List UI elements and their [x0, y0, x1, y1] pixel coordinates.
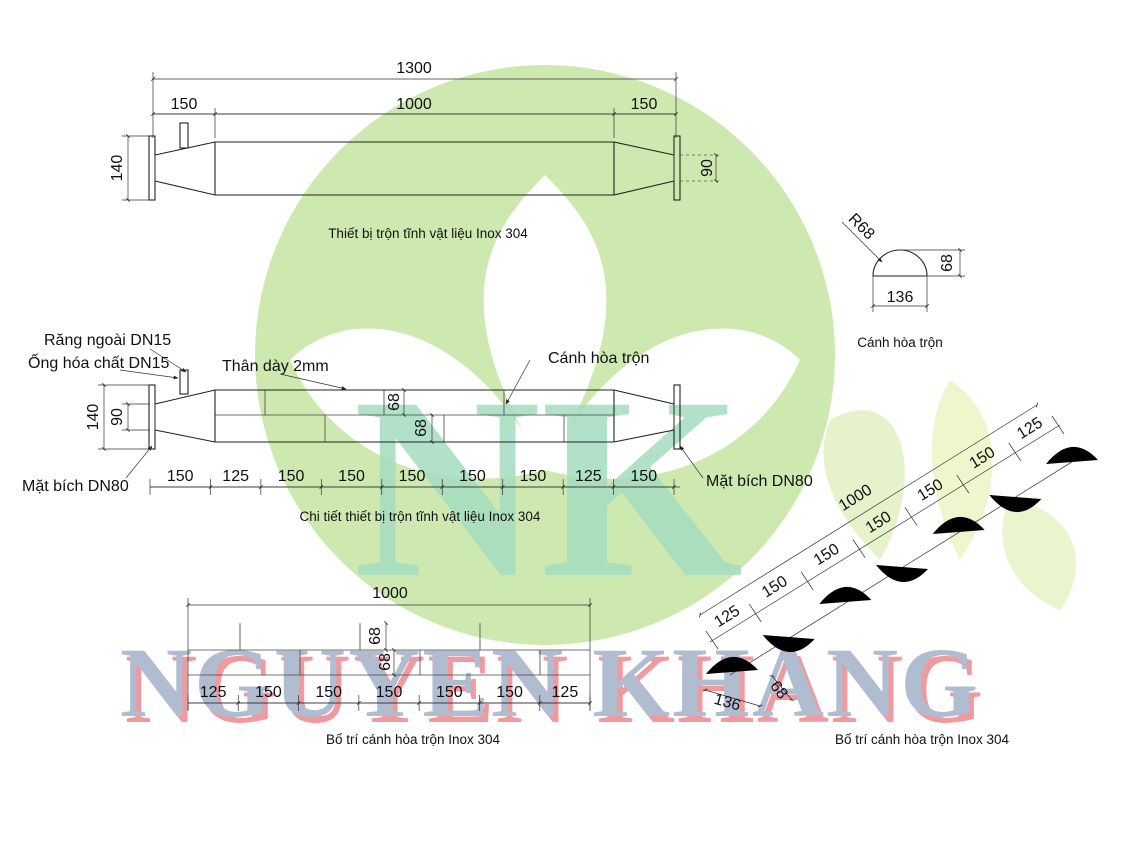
iso-seg-tick: [1008, 442, 1022, 462]
detail-seg-label: 150: [399, 468, 426, 485]
iso-blade: [762, 635, 815, 653]
front-seg-label: 125: [200, 684, 227, 701]
dim-blade-height: 68: [939, 254, 956, 272]
dim-front-blade-h2: 68: [377, 653, 394, 671]
front-seg-label: 125: [552, 684, 579, 701]
dim-flange-90: 90: [699, 159, 716, 177]
dim-detail-height: 140: [85, 404, 102, 431]
watermark-company: NGUYEN KHANG: [120, 627, 980, 738]
iso-seg-tick: [956, 474, 970, 494]
detail-seg-label: 125: [575, 468, 602, 485]
caption-layout-iso: Bố trí cánh hòa trộn Inox 304: [835, 732, 1010, 747]
dim-left-150: 150: [171, 96, 198, 113]
dim-front-blade-h1: 68: [367, 627, 384, 645]
iso-seg-tick: [1051, 415, 1065, 435]
watermark-monogram: NK: [353, 344, 744, 632]
dim-height-140: 140: [109, 155, 126, 182]
view-layout-front: 1000 68 68 125 150 150 150 150 150 125 Bố trí …: [186, 585, 592, 747]
caption-detail: Chi tiết thiết bị trộn tĩnh vật liệu Ino…: [300, 509, 541, 524]
watermark-leaf-top: [483, 175, 607, 470]
detail-seg-label: 150: [167, 468, 194, 485]
iso-seg-label: 150: [759, 573, 791, 602]
dim-iso-blade-w: 136: [712, 691, 742, 715]
iso-blade: [706, 656, 758, 674]
iso-blade: [819, 586, 872, 604]
front-seg-label: 150: [315, 684, 342, 701]
caption-blade: Cánh hòa trộn: [857, 335, 943, 350]
view-overall: 1300 150 1000 150 140 90 Thiết bị trộn t…: [109, 60, 722, 241]
label-flange-left: Mặt bích DN80: [22, 478, 129, 495]
dim-total-1300: 1300: [396, 60, 432, 77]
iso-seg-label: 125: [1014, 414, 1046, 443]
watermark-logo: NK NGUYEN KHANG NGUYEN KHANG: [120, 65, 1076, 744]
label-thread: Răng ngoài DN15: [44, 332, 171, 349]
iso-blade: [1046, 446, 1098, 464]
dim-middle-1000: 1000: [396, 96, 432, 113]
dim-right-150: 150: [631, 96, 658, 113]
watermark-leaf-deco-3: [1002, 500, 1076, 610]
label-shell: Thân dày 2mm: [222, 358, 329, 375]
dim-blade-width: 136: [887, 289, 914, 306]
view-detail: Răng ngoài DN15 Ống hóa chất DN15 Thân d…: [22, 332, 813, 524]
iso-seg-tick: [748, 603, 762, 623]
caption-overall: Thiết bị trộn tĩnh vật liệu Inox 304: [328, 226, 528, 241]
detail-seg-label: 150: [630, 468, 657, 485]
dim-detail-blade-h1: 68: [386, 393, 403, 411]
front-seg-label: 150: [376, 684, 403, 701]
watermark-leaf-left: [290, 328, 545, 479]
iso-seg-tick: [800, 571, 814, 591]
watermark-company-shadow: NGUYEN KHANG: [125, 633, 985, 744]
view-blade-detail: R68 68 136 Cánh hòa trộn: [841, 210, 965, 350]
label-mixer-blade: Cánh hòa trộn: [548, 350, 649, 367]
front-segment-dims: 125 150 150 150 150 150 125: [187, 684, 592, 711]
dim-radius: R68: [845, 210, 878, 243]
front-seg-label: 150: [436, 684, 463, 701]
front-seg-label: 150: [496, 684, 523, 701]
dim-detail-inner: 90: [109, 408, 126, 426]
iso-seg-label: 150: [811, 541, 843, 570]
detail-seg-label: 150: [520, 468, 547, 485]
detail-seg-label: 125: [222, 468, 249, 485]
iso-seg-tick: [904, 507, 918, 526]
detail-segment-dims: 150 125 150 150 150 150 150 125 150: [149, 468, 676, 495]
detail-seg-label: 150: [278, 468, 305, 485]
label-flange-right: Mặt bích DN80: [706, 473, 813, 490]
iso-seg-tick: [705, 630, 719, 650]
label-chem-pipe: Ống hóa chất DN15: [28, 352, 170, 372]
detail-seg-label: 150: [459, 468, 486, 485]
front-seg-label: 150: [255, 684, 282, 701]
caption-layout-front: Bố trí cánh hòa trộn Inox 304: [326, 732, 501, 747]
iso-seg-tick: [852, 539, 866, 558]
detail-seg-label: 150: [338, 468, 365, 485]
dim-front-total: 1000: [372, 585, 408, 602]
dim-detail-blade-h2: 68: [413, 419, 430, 437]
